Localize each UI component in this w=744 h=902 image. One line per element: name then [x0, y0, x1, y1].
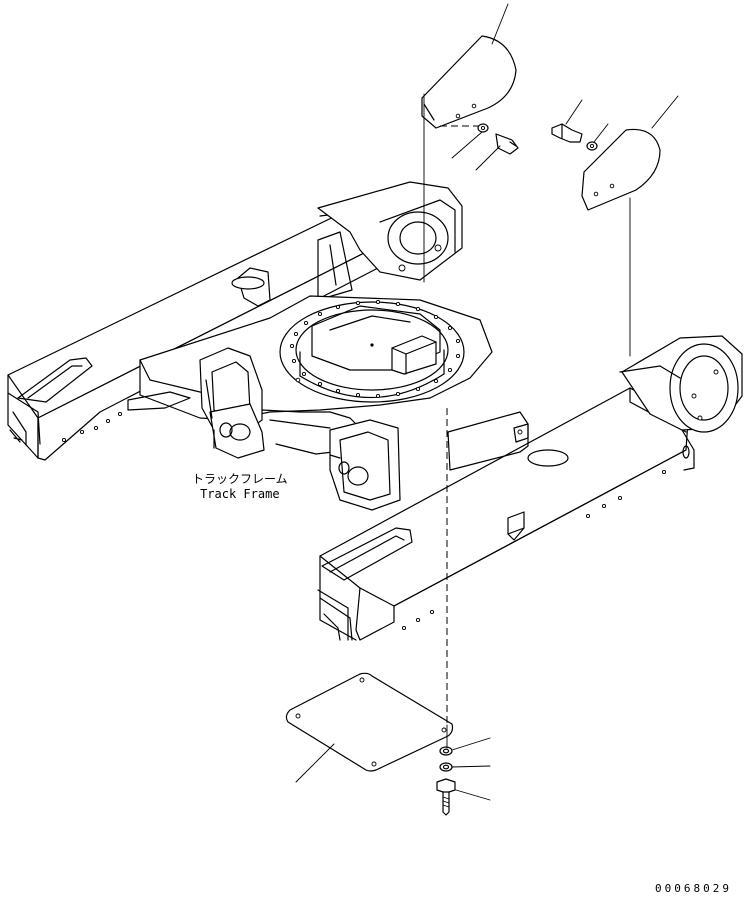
cover-upper-right — [581, 128, 661, 211]
track-frame-label: トラックフレーム Track Frame — [192, 472, 288, 502]
bolt-upper-left — [477, 123, 519, 155]
right-rear-crossmember — [619, 335, 743, 471]
drawing-number: 00068029 — [655, 882, 732, 895]
bottom-hardware — [436, 746, 456, 816]
bolt-upper-right — [551, 123, 598, 151]
track-frame-label-jp: トラックフレーム — [192, 472, 288, 486]
cover-upper-left — [421, 35, 517, 129]
assembly-lines — [423, 93, 631, 749]
right-track-beam — [317, 387, 689, 641]
leader-lines — [295, 3, 679, 801]
cover-bottom-plate — [285, 672, 454, 772]
left-rear-crossmember — [317, 181, 463, 301]
swing-circle-bolt-holes — [289, 299, 461, 399]
center-frame — [127, 295, 493, 511]
track-frame-label-en: Track Frame — [200, 487, 280, 501]
